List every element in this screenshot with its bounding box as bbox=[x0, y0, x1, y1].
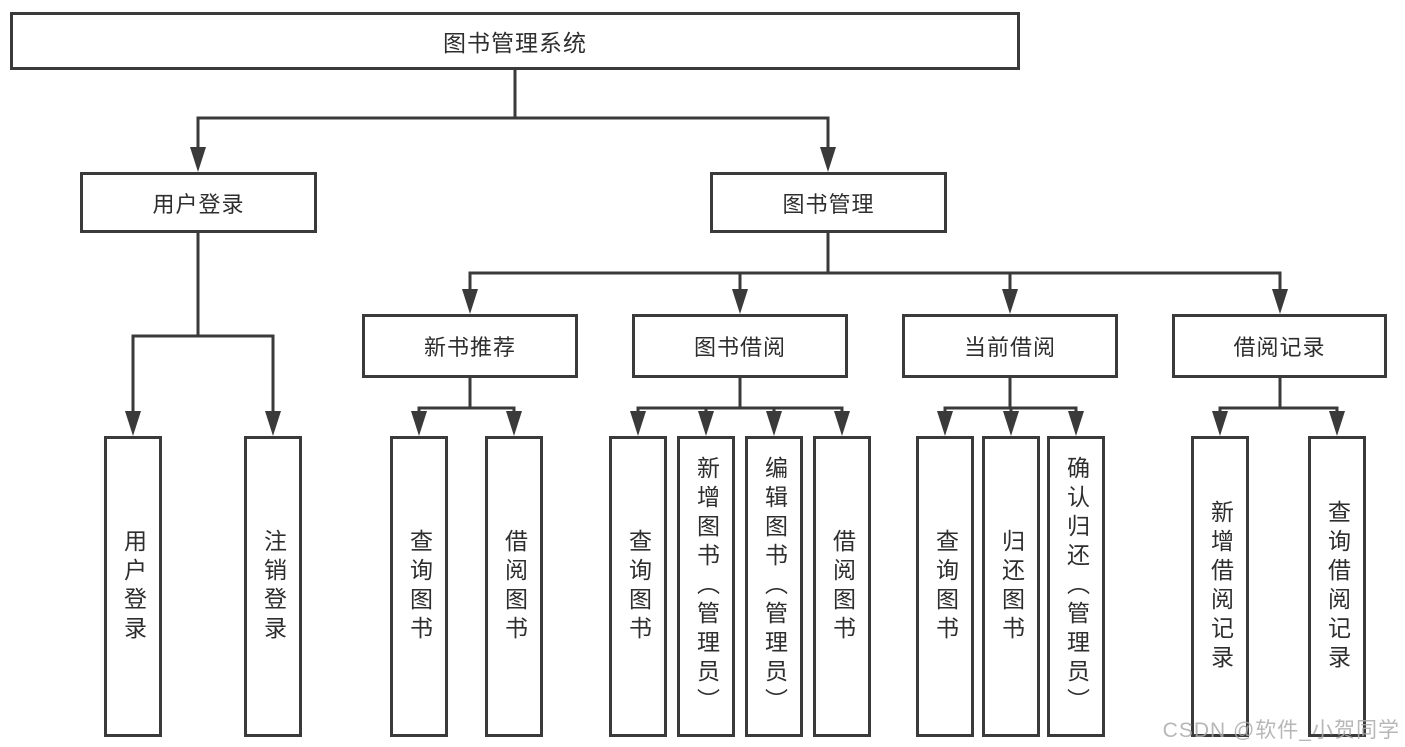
leaf-label: 查询图书 bbox=[406, 528, 433, 645]
node-new-book-recommend: 新书推荐 bbox=[362, 314, 578, 378]
leaf-label: 归还图书 bbox=[998, 528, 1025, 645]
node-user-login: 用户登录 bbox=[80, 172, 317, 233]
leaf-query-books-1: 查询图书 bbox=[390, 436, 448, 737]
leaf-label: 新增借阅记录 bbox=[1207, 499, 1234, 674]
connector-userlogin-to-leaves bbox=[131, 233, 275, 416]
leaf-label: 确认归还（管理员） bbox=[1063, 456, 1090, 717]
leaf-user-login: 用户登录 bbox=[104, 436, 162, 737]
node-new-book-recommend-label: 新书推荐 bbox=[423, 335, 516, 360]
connector-root-to-level2 bbox=[196, 70, 830, 150]
leaf-query-borrow-record: 查询借阅记录 bbox=[1308, 436, 1366, 737]
leaf-label: 借阅图书 bbox=[829, 528, 856, 645]
leaf-label: 查询图书 bbox=[932, 528, 959, 645]
connector-bookmgmt-to-level3 bbox=[468, 233, 1282, 294]
node-user-login-label: 用户登录 bbox=[152, 191, 245, 217]
leaf-add-book-admin: 新增图书（管理员） bbox=[677, 436, 735, 737]
csdn-watermark: CSDN @软件_小贺同学 bbox=[1162, 719, 1400, 742]
leaf-label: 注销登录 bbox=[260, 528, 287, 645]
leaf-label: 借阅图书 bbox=[501, 528, 528, 645]
leaf-confirm-return-admin: 确认归还（管理员） bbox=[1047, 436, 1105, 737]
leaf-label: 查询借阅记录 bbox=[1324, 499, 1351, 674]
node-book-management: 图书管理 bbox=[710, 172, 947, 233]
leaf-label: 查询图书 bbox=[625, 528, 652, 645]
leaf-borrow-books-2: 借阅图书 bbox=[813, 436, 871, 737]
node-root-label: 图书管理系统 bbox=[443, 30, 587, 56]
connector-newbook-to-leaves bbox=[417, 378, 516, 416]
leaf-query-books-2: 查询图书 bbox=[609, 436, 667, 737]
connector-records-to-leaves bbox=[1218, 378, 1339, 416]
node-book-borrow-label: 图书借阅 bbox=[693, 335, 786, 360]
leaf-label: 新增图书（管理员） bbox=[693, 456, 720, 717]
node-borrow-records-label: 借阅记录 bbox=[1233, 335, 1326, 360]
connector-current-to-leaves bbox=[943, 378, 1078, 416]
leaf-logout: 注销登录 bbox=[244, 436, 302, 737]
node-book-management-label: 图书管理 bbox=[782, 191, 875, 217]
leaf-add-borrow-record: 新增借阅记录 bbox=[1191, 436, 1249, 737]
node-current-borrow-label: 当前借阅 bbox=[963, 335, 1056, 360]
connector-borrow-to-leaves bbox=[636, 378, 844, 416]
leaf-label: 编辑图书（管理员） bbox=[761, 456, 788, 717]
leaf-query-books-3: 查询图书 bbox=[916, 436, 974, 737]
leaf-borrow-books-1: 借阅图书 bbox=[485, 436, 543, 737]
leaf-return-books: 归还图书 bbox=[982, 436, 1040, 737]
node-borrow-records: 借阅记录 bbox=[1172, 314, 1387, 378]
leaf-edit-book-admin: 编辑图书（管理员） bbox=[745, 436, 803, 737]
leaf-label: 用户登录 bbox=[120, 528, 147, 645]
node-root-system: 图书管理系统 bbox=[10, 12, 1020, 70]
node-book-borrow: 图书借阅 bbox=[632, 314, 848, 378]
node-current-borrow: 当前借阅 bbox=[902, 314, 1118, 378]
